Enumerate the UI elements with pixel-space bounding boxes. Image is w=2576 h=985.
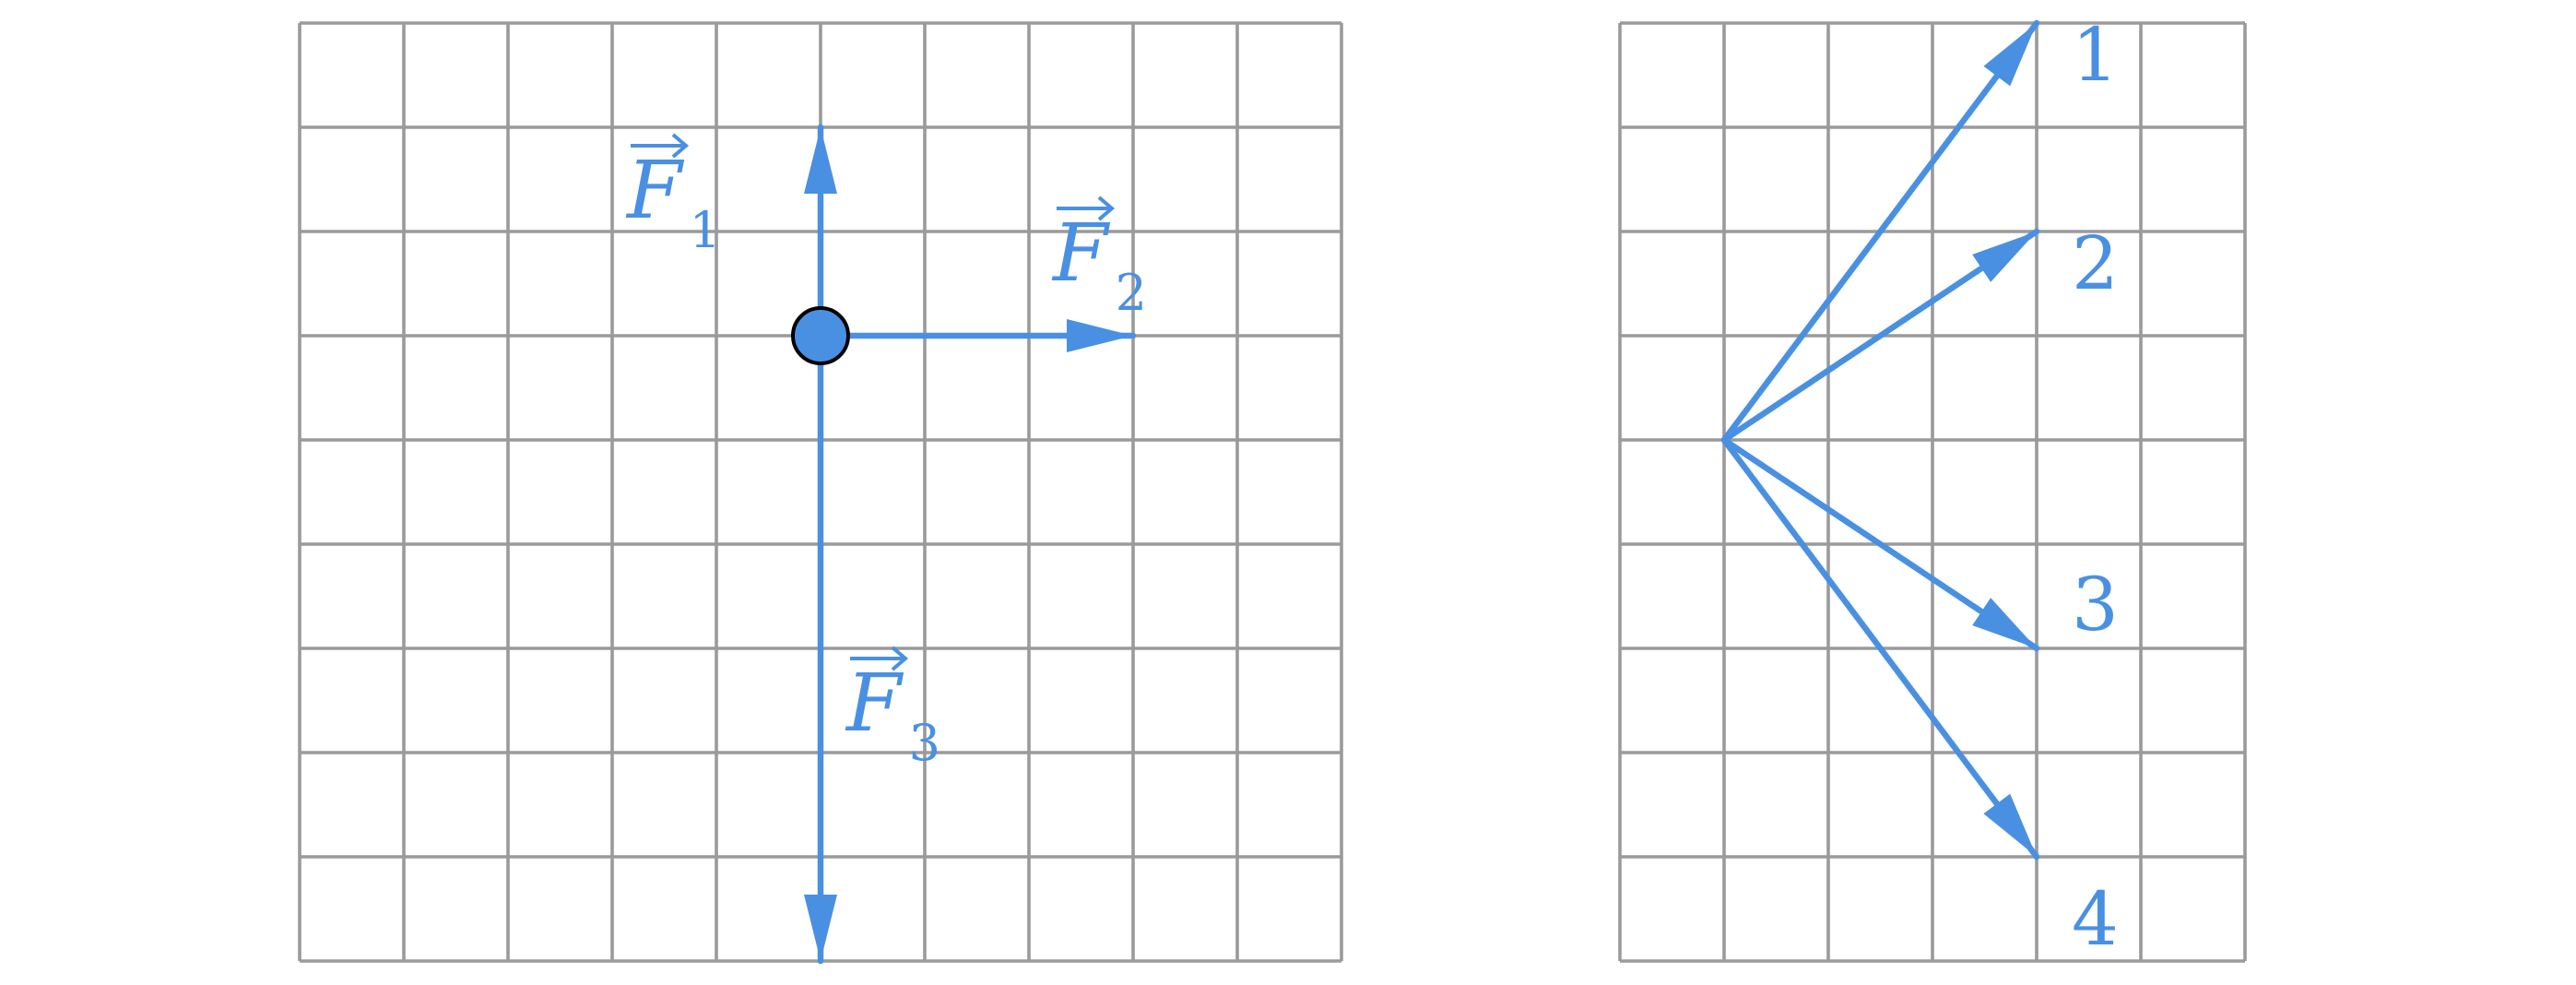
option-label-3: 3 [2072, 562, 2119, 647]
option-label-4: 4 [2072, 876, 2119, 962]
option-label-1: 1 [2072, 12, 2119, 98]
right-option-vectors [1720, 19, 2040, 860]
body-point [791, 306, 850, 365]
option-label-2: 2 [2072, 220, 2119, 306]
right-option-labels: 1 2 3 4 [2072, 12, 2119, 962]
option-vector-3 [1720, 436, 2040, 652]
left-force-vectors [804, 124, 1137, 965]
force-label-f3-overarrow-head [891, 646, 909, 671]
force-label-f2-overarrow-head [1097, 196, 1116, 221]
option-vector-4 [1720, 436, 2040, 860]
option-vector-1 [1720, 19, 2040, 444]
option-vector-2 [1720, 228, 2040, 444]
right-grid [1618, 21, 2247, 963]
force-label-f1-overarrow-head [671, 133, 690, 159]
right-options-diagram: 1 2 3 4 [1618, 12, 2247, 963]
